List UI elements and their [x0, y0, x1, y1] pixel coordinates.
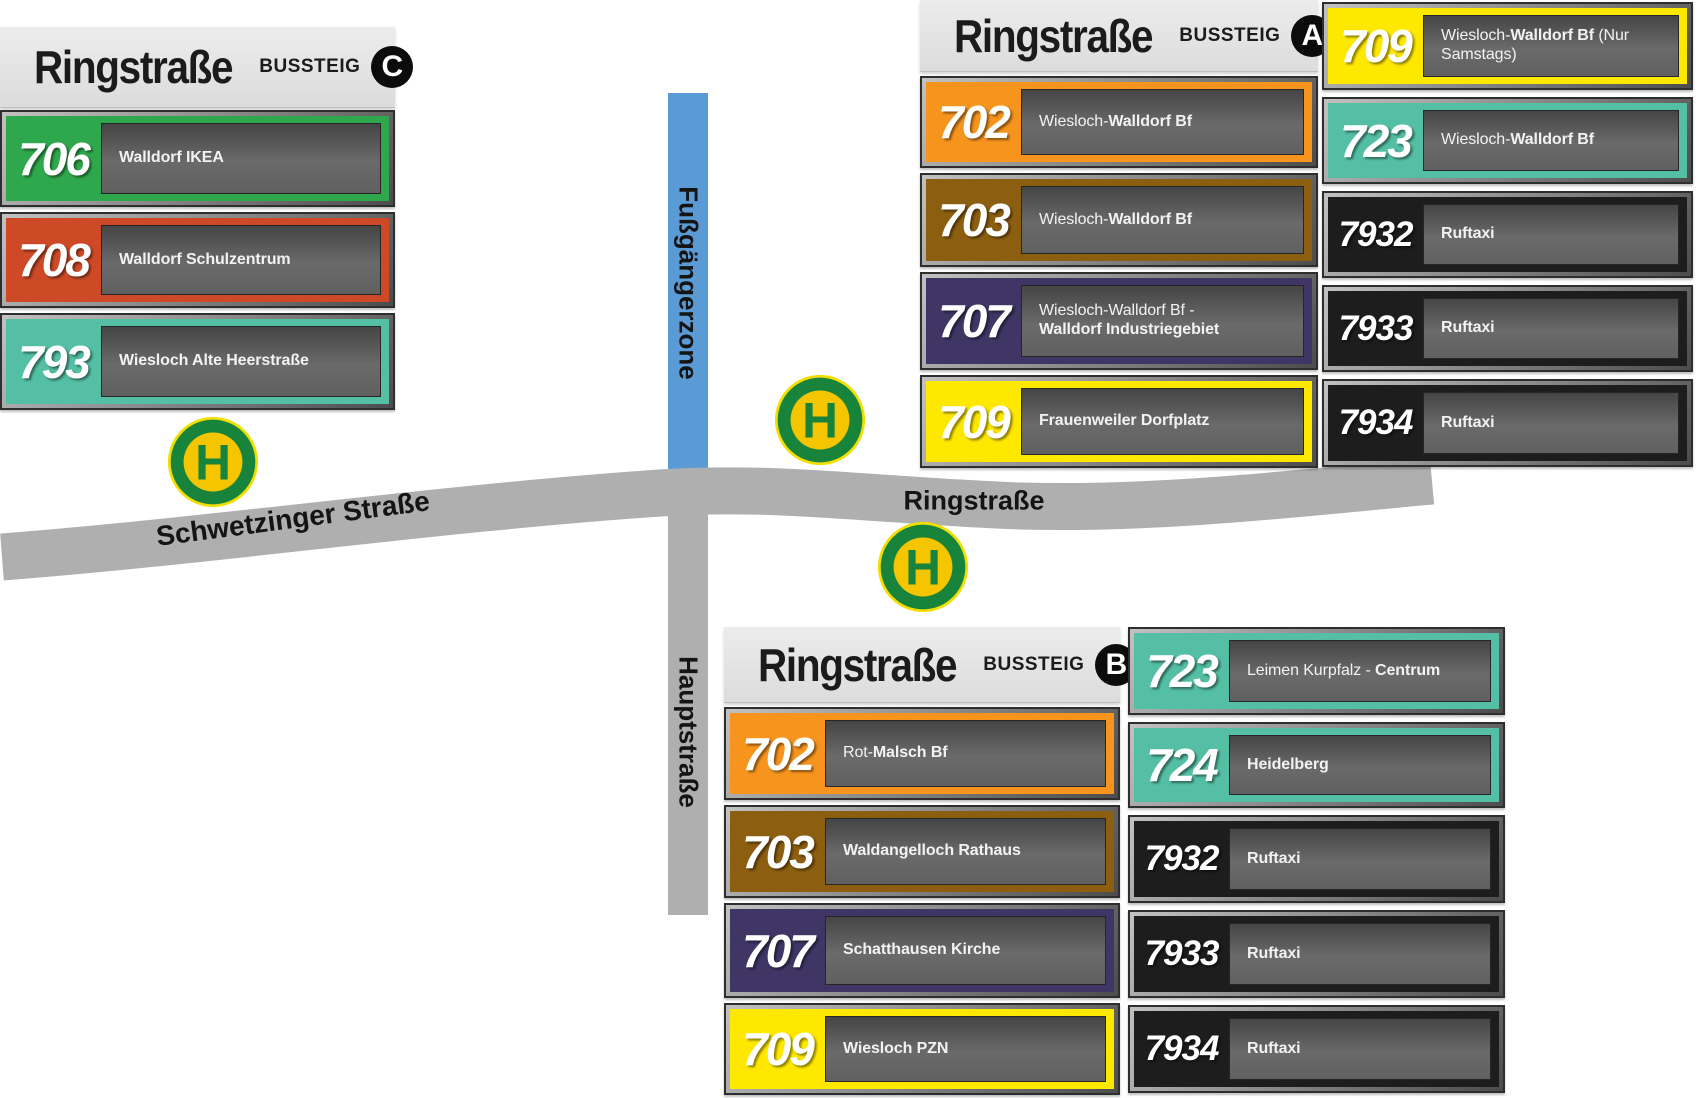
bus-line-row: 706 Walldorf IKEA: [0, 110, 395, 207]
svg-text:H: H: [905, 539, 941, 595]
line-list: 702 Rot-Malsch Bf 703 Waldangelloch Rath…: [724, 707, 1120, 1095]
bus-line-row: 723 Wiesloch-Walldorf Bf: [1322, 97, 1693, 184]
bus-line-row: 723 Leimen Kurpfalz - Centrum: [1128, 627, 1505, 715]
bus-line-row: 7932 Ruftaxi: [1128, 815, 1505, 903]
pedestrian-zone-bar: [668, 93, 708, 474]
destination-box: Schatthausen Kirche: [825, 916, 1106, 985]
destination-box: Wiesloch Alte Heerstraße: [101, 326, 381, 397]
bus-line-row: 7933 Ruftaxi: [1322, 285, 1693, 372]
panel-bussteig-b-extra: 723 Leimen Kurpfalz - Centrum 724 Heidel…: [1128, 627, 1505, 1093]
destination-box: Ruftaxi: [1423, 204, 1679, 265]
bus-line-row: 707 Wiesloch-Walldorf Bf - Walldorf Indu…: [920, 272, 1318, 370]
line-number: 709: [938, 395, 1011, 448]
line-list: 702 Wiesloch-Walldorf Bf 703 Wiesloch-Wa…: [920, 76, 1318, 468]
bussteig-label: BUSSTEIG: [259, 56, 361, 77]
destination-box: Wiesloch-Walldorf Bf (Nur Samstags): [1423, 15, 1679, 77]
destination-box: Frauenweiler Dorfplatz: [1021, 388, 1304, 455]
line-number: 703: [742, 825, 815, 878]
stop-name-header: Ringstraße BUSSTEIG C: [0, 27, 414, 108]
destination-box: Walldorf IKEA: [101, 123, 381, 194]
bus-line-row: 7932 Ruftaxi: [1322, 191, 1693, 278]
line-number: 7932: [1338, 214, 1414, 254]
bus-line-row: 724 Heidelberg: [1128, 722, 1505, 808]
panel-bussteig-a: Ringstraße BUSSTEIG A 702 Wiesloch-Walld…: [920, 0, 1334, 468]
bus-line-row: 709 Wiesloch PZN: [724, 1003, 1120, 1095]
destination-box: Ruftaxi: [1229, 1018, 1491, 1080]
line-number: 707: [742, 924, 815, 977]
line-number: 7934: [1338, 403, 1414, 442]
destination-box: Wiesloch-Walldorf Bf - Walldorf Industri…: [1021, 285, 1304, 357]
line-number: 7934: [1144, 1029, 1220, 1068]
panel-bussteig-c: Ringstraße BUSSTEIG C 706 Walldorf IKEA …: [0, 27, 414, 410]
line-number: 7932: [1144, 839, 1220, 878]
bus-line-row: 707 Schatthausen Kirche: [724, 903, 1120, 998]
line-number: 7933: [1144, 934, 1220, 973]
destination-box: Ruftaxi: [1229, 828, 1491, 890]
bus-line-row: 703 Waldangelloch Rathaus: [724, 805, 1120, 898]
stop-name: Ringstraße: [954, 9, 1154, 62]
destination-box: Wiesloch-Walldorf Bf: [1021, 89, 1304, 155]
destination-box: Wiesloch-Walldorf Bf: [1423, 110, 1679, 171]
bus-line-row: 702 Rot-Malsch Bf: [724, 707, 1120, 800]
street-label-ringstrasse: Ringstraße: [903, 485, 1045, 516]
destination-box: Wiesloch PZN: [825, 1016, 1106, 1082]
street-label-fussgaengerzone: Fußgängerzone: [673, 186, 704, 380]
line-number: 723: [1340, 114, 1413, 167]
destination-box: Wiesloch-Walldorf Bf: [1021, 186, 1304, 254]
bus-stop-h-icon: H: [774, 374, 866, 466]
bus-line-row: 793 Wiesloch Alte Heerstraße: [0, 313, 395, 410]
bus-line-row: 703 Wiesloch-Walldorf Bf: [920, 173, 1318, 267]
line-number: 793: [18, 335, 91, 388]
line-number: 709: [742, 1023, 815, 1075]
line-number: 7933: [1338, 308, 1414, 348]
line-number: 723: [1146, 645, 1219, 697]
stop-name-header: Ringstraße BUSSTEIG A: [920, 0, 1334, 72]
line-list: 723 Leimen Kurpfalz - Centrum 724 Heidel…: [1128, 627, 1505, 1093]
destination-box: Ruftaxi: [1423, 392, 1679, 454]
bus-line-row: 708 Walldorf Schulzentrum: [0, 212, 395, 308]
destination-box: Rot-Malsch Bf: [825, 720, 1106, 787]
line-number: 706: [18, 132, 91, 185]
bus-stop-h-icon: H: [877, 521, 969, 613]
bus-line-row: 709 Wiesloch-Walldorf Bf (Nur Samstags): [1322, 2, 1693, 90]
stop-name: Ringstraße: [758, 638, 958, 691]
main-road: [0, 457, 1435, 581]
destination-box: Leimen Kurpfalz - Centrum: [1229, 640, 1491, 702]
platform-letter-badge: C: [371, 46, 414, 88]
bus-stop-h-icon: H: [167, 416, 259, 508]
panel-bussteig-a-extra: 709 Wiesloch-Walldorf Bf (Nur Samstags) …: [1322, 2, 1693, 467]
destination-box: Ruftaxi: [1423, 298, 1679, 359]
bus-line-row: 7934 Ruftaxi: [1128, 1005, 1505, 1093]
line-number: 707: [938, 295, 1011, 347]
line-number: 702: [938, 96, 1011, 148]
line-list: 709 Wiesloch-Walldorf Bf (Nur Samstags) …: [1322, 2, 1693, 467]
line-list: 706 Walldorf IKEA 708 Walldorf Schulzent…: [0, 110, 395, 410]
bus-line-row: 7933 Ruftaxi: [1128, 910, 1505, 998]
panel-bussteig-b: Ringstraße BUSSTEIG B 702 Rot-Malsch Bf …: [724, 627, 1138, 1095]
bussteig-label: BUSSTEIG: [983, 653, 1085, 675]
bussteig-label: BUSSTEIG: [1179, 24, 1281, 46]
street-label-hauptstrasse: Hauptstraße: [673, 656, 704, 808]
bus-line-row: 709 Frauenweiler Dorfplatz: [920, 375, 1318, 468]
line-number: 708: [18, 234, 91, 286]
stop-name: Ringstraße: [34, 41, 234, 93]
svg-text:H: H: [802, 392, 838, 448]
destination-box: Walldorf Schulzentrum: [101, 225, 381, 295]
bus-line-row: 702 Wiesloch-Walldorf Bf: [920, 76, 1318, 168]
destination-box: Waldangelloch Rathaus: [825, 818, 1106, 885]
line-number: 702: [742, 727, 815, 780]
destination-box: Ruftaxi: [1229, 923, 1491, 985]
bus-line-row: 7934 Ruftaxi: [1322, 379, 1693, 467]
svg-text:H: H: [195, 434, 231, 490]
line-number: 724: [1146, 739, 1219, 791]
hauptstrasse-road: [668, 478, 708, 915]
destination-box: Heidelberg: [1229, 735, 1491, 795]
line-number: 709: [1340, 20, 1413, 72]
line-number: 703: [938, 194, 1011, 246]
stop-name-header: Ringstraße BUSSTEIG B: [724, 627, 1138, 703]
